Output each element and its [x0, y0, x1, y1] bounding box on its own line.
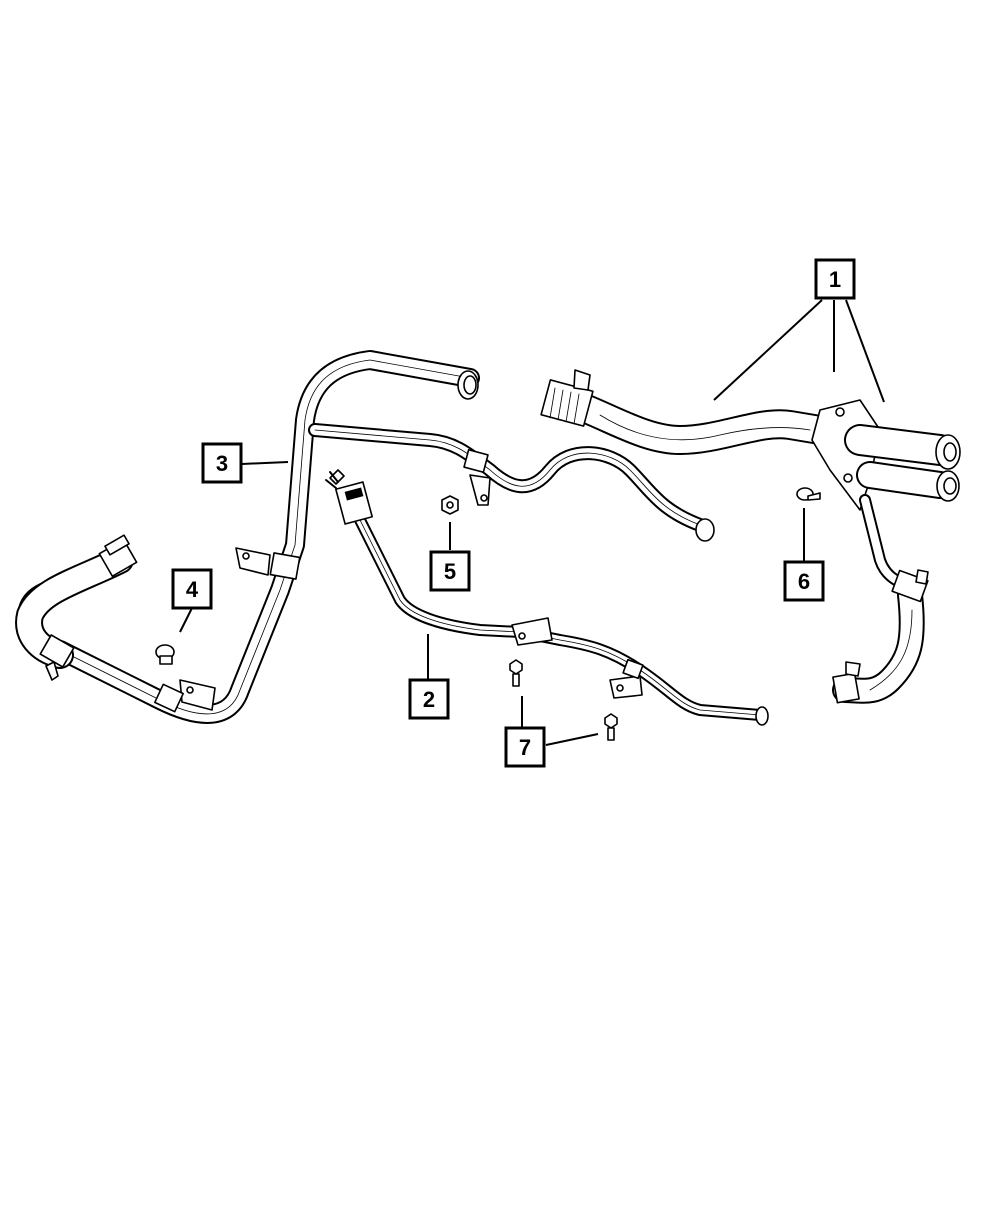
- svg-text:4: 4: [186, 577, 199, 602]
- callout-4: 4: [171, 568, 213, 610]
- callout-7: 7: [504, 726, 546, 768]
- callout-3: 3: [201, 442, 243, 484]
- svg-text:7: 7: [519, 735, 531, 760]
- svg-text:2: 2: [423, 687, 435, 712]
- callout-1: 1: [814, 258, 856, 300]
- heater-hose-part-1: [540, 369, 961, 704]
- heater-tube-part-3: [15, 350, 715, 724]
- clip-part-4: [155, 644, 175, 665]
- bolt-part-7b: [604, 713, 618, 741]
- callout-2: 2: [408, 678, 450, 720]
- svg-text:1: 1: [829, 267, 841, 292]
- leader-lines: [179, 299, 885, 746]
- heater-tube-part-2: [325, 469, 769, 726]
- svg-text:3: 3: [216, 451, 228, 476]
- push-pin-part-6: [796, 487, 821, 501]
- nut-part-5: [441, 495, 459, 515]
- callout-6: 6: [783, 560, 825, 602]
- svg-text:5: 5: [444, 559, 456, 584]
- svg-text:6: 6: [798, 569, 810, 594]
- bolt-part-7a: [509, 659, 523, 687]
- callout-5: 5: [429, 550, 471, 592]
